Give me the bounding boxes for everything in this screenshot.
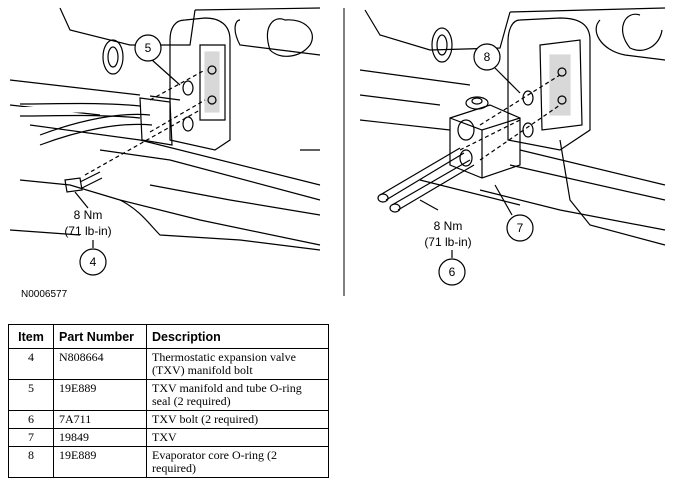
cell-part-number: N808664 bbox=[53, 348, 147, 380]
cell-description: TXV bolt (2 required) bbox=[146, 410, 329, 429]
table-row: 6 7A711 TXV bolt (2 required) bbox=[8, 410, 329, 429]
header-description: Description bbox=[146, 324, 329, 349]
figure-drawing: 5 8 Nm (71 lb-in) 4 bbox=[9, 7, 666, 296]
cell-item: 6 bbox=[8, 410, 54, 429]
right-torque-nm: 8 Nm bbox=[434, 219, 463, 233]
table-row: 5 19E889 TXV manifold and tube O-ring se… bbox=[8, 379, 329, 411]
header-item: Item bbox=[8, 324, 54, 349]
callout-circle-7 bbox=[506, 214, 534, 242]
left-panel bbox=[9, 7, 321, 251]
cell-item: 7 bbox=[8, 428, 54, 447]
cell-description: Thermostatic expansion valve (TXV) manif… bbox=[146, 348, 329, 380]
cell-item: 5 bbox=[8, 379, 54, 411]
parts-table: Item Part Number Description 4 N808664 T… bbox=[8, 324, 329, 478]
cell-description: TXV bbox=[146, 428, 329, 447]
right-torque-lbin: (71 lb-in) bbox=[424, 235, 471, 249]
callout-label-6: 6 bbox=[449, 265, 456, 279]
table-row: 7 19849 TXV bbox=[8, 428, 329, 447]
left-callouts: 5 8 Nm (71 lb-in) 4 bbox=[64, 34, 162, 276]
callout-circle-6 bbox=[438, 258, 466, 286]
cell-part-number: 7A711 bbox=[53, 410, 147, 429]
table-row: 4 N808664 Thermostatic expansion valve (… bbox=[8, 348, 329, 380]
cell-description: Evaporator core O-ring (2 required) bbox=[146, 446, 329, 478]
callout-circle-8 bbox=[473, 43, 501, 71]
left-torque-nm: 8 Nm bbox=[74, 208, 103, 222]
table-header-row: Item Part Number Description bbox=[8, 324, 329, 349]
cell-item: 4 bbox=[8, 348, 54, 380]
exploded-view-figure: 5 8 Nm (71 lb-in) 4 bbox=[9, 7, 666, 296]
callout-label-8: 8 bbox=[484, 50, 491, 64]
callout-label-4: 4 bbox=[90, 255, 97, 269]
table-row: 8 19E889 Evaporator core O-ring (2 requi… bbox=[8, 446, 329, 478]
callout-label-7: 7 bbox=[517, 221, 524, 235]
cell-item: 8 bbox=[8, 446, 54, 478]
cell-part-number: 19849 bbox=[53, 428, 147, 447]
cell-part-number: 19E889 bbox=[53, 379, 147, 411]
left-torque-lbin: (71 lb-in) bbox=[64, 224, 111, 238]
callout-circle-5 bbox=[134, 34, 162, 62]
right-panel bbox=[359, 7, 666, 258]
callout-label-5: 5 bbox=[145, 41, 152, 55]
header-part-number: Part Number bbox=[53, 324, 147, 349]
callout-circle-4 bbox=[79, 248, 107, 276]
figure-id-code: N0006577 bbox=[21, 289, 68, 300]
cell-part-number: 19E889 bbox=[53, 446, 147, 478]
cell-description: TXV manifold and tube O-ring seal (2 req… bbox=[146, 379, 329, 411]
right-callouts: 8 7 8 Nm (71 lb-in) 6 bbox=[424, 43, 534, 286]
